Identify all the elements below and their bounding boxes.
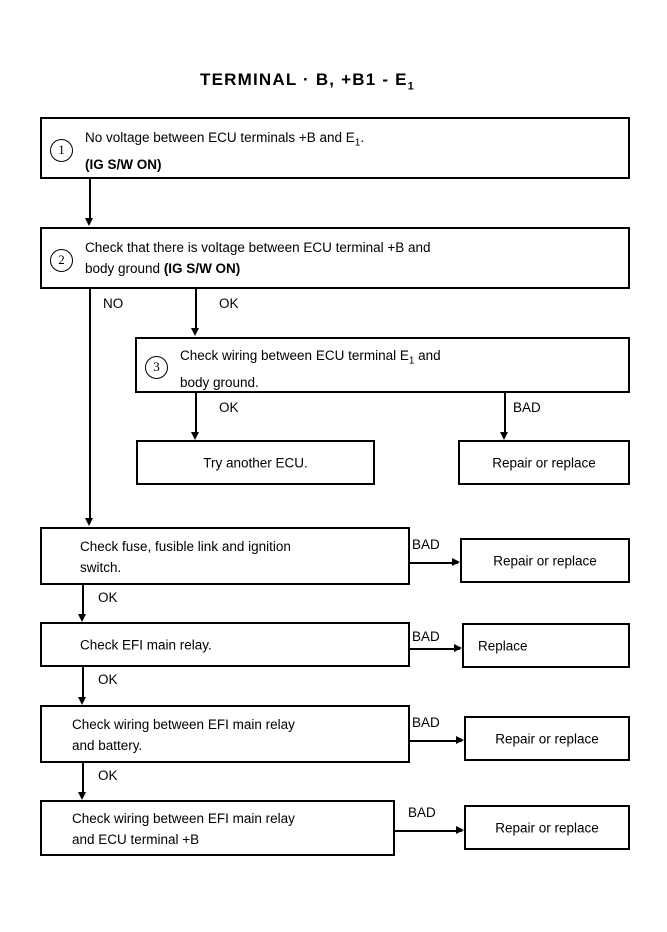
connector-fuse-bad xyxy=(410,562,458,564)
arrow-fuse-bad xyxy=(452,558,460,566)
arrow-fuse-ok xyxy=(78,614,86,622)
title-rest: · B, +B1 - E xyxy=(297,70,408,89)
step-1-line1-post: . xyxy=(360,130,365,145)
repair-or-replace-fuse-label: Repair or replace xyxy=(493,553,597,568)
edge-label-ok-fuse: OK xyxy=(98,590,118,605)
replace-relay-box: Replace xyxy=(462,623,630,668)
arrow-step3-bad xyxy=(500,432,508,440)
title-subscript: 1 xyxy=(407,80,414,93)
step-3-box: 3 Check wiring between ECU terminal E1 a… xyxy=(135,337,630,393)
arrow-step3-ok xyxy=(191,432,199,440)
check-wiring-ecu-box: Check wiring between EFI main relay and … xyxy=(40,800,395,856)
step-1-number: 1 xyxy=(50,139,73,162)
repair-or-replace-battery-label: Repair or replace xyxy=(495,731,599,746)
step-2-line2: body ground (IG S/W ON) xyxy=(85,258,431,279)
check-efi-main-relay-box: Check EFI main relay. xyxy=(40,622,410,667)
step-1-box: 1 No voltage between ECU terminals +B an… xyxy=(40,117,630,179)
check-efi-main-relay-label: Check EFI main relay. xyxy=(80,637,212,652)
try-another-ecu-box: Try another ECU. xyxy=(136,440,375,485)
check-wiring-battery-box: Check wiring between EFI main relay and … xyxy=(40,705,410,763)
connector-step3-ok xyxy=(195,393,197,435)
step-2-box: 2 Check that there is voltage between EC… xyxy=(40,227,630,289)
step-3-line1: Check wiring between ECU terminal E1 and xyxy=(180,345,441,372)
check-fuse-text: Check fuse, fusible link and ignition sw… xyxy=(80,536,291,578)
connector-step2-ok xyxy=(195,289,197,331)
connector-fuse-ok xyxy=(82,585,84,617)
step-3-line2: body ground. xyxy=(180,374,259,390)
check-wiring-ecu-line2: and ECU terminal +B xyxy=(72,832,200,847)
edge-label-bad-fuse: BAD xyxy=(412,537,440,552)
connector-relay-bad xyxy=(410,648,460,650)
check-fuse-box: Check fuse, fusible link and ignition sw… xyxy=(40,527,410,585)
edge-label-no-step2: NO xyxy=(103,296,124,311)
check-wiring-battery-text: Check wiring between EFI main relay and … xyxy=(72,714,295,756)
step-2-line1: Check that there is voltage between ECU … xyxy=(85,240,431,255)
check-wiring-ecu-line1: Check wiring between EFI main relay xyxy=(72,811,295,826)
edge-label-ok-battery: OK xyxy=(98,768,118,783)
step-1-line1-sub: 1 xyxy=(354,137,361,149)
step-2-text: Check that there is voltage between ECU … xyxy=(85,237,431,279)
step-1-line1: No voltage between ECU terminals +B and … xyxy=(85,127,364,154)
step-3-number: 3 xyxy=(145,356,168,379)
connector-relay-ok xyxy=(82,667,84,700)
edge-label-ok-step2: OK xyxy=(219,296,239,311)
check-wiring-battery-line1: Check wiring between EFI main relay xyxy=(72,717,295,732)
edge-label-ok-relay: OK xyxy=(98,672,118,687)
title-main: TERMINAL xyxy=(200,70,298,89)
replace-relay-label: Replace xyxy=(478,638,528,653)
connector-step1-to-step2 xyxy=(89,179,91,221)
connector-battery-ok xyxy=(82,763,84,795)
step-1-text: No voltage between ECU terminals +B and … xyxy=(85,127,364,175)
check-fuse-line1: Check fuse, fusible link and ignition xyxy=(80,539,291,554)
repair-or-replace-ecu-label: Repair or replace xyxy=(495,820,599,835)
edge-label-bad-ecu: BAD xyxy=(408,805,436,820)
check-fuse-line2: switch. xyxy=(80,560,122,575)
connector-battery-bad xyxy=(410,740,462,742)
connector-ecu-bad xyxy=(395,830,462,832)
arrow-step1-to-step2 xyxy=(85,218,93,226)
arrow-relay-ok xyxy=(78,697,86,705)
step-2-number: 2 xyxy=(50,249,73,272)
connector-step3-bad xyxy=(504,393,506,435)
arrow-step2-no xyxy=(85,518,93,526)
step-2-line2-pre: body ground xyxy=(85,261,164,276)
step-3-line1-pre: Check wiring between ECU terminal E xyxy=(180,348,409,363)
repair-or-replace-battery-box: Repair or replace xyxy=(464,716,630,761)
edge-label-ok-step3: OK xyxy=(219,400,239,415)
step-3-line1-post: and xyxy=(414,348,441,363)
edge-label-bad-battery: BAD xyxy=(412,715,440,730)
edge-label-bad-step3: BAD xyxy=(513,400,541,415)
step-1-line2: (IG S/W ON) xyxy=(85,156,162,172)
arrow-step2-ok xyxy=(191,328,199,336)
check-wiring-battery-line2: and battery. xyxy=(72,738,143,753)
edge-label-bad-relay: BAD xyxy=(412,629,440,644)
repair-or-replace-ecu-box: Repair or replace xyxy=(464,805,630,850)
arrow-battery-ok xyxy=(78,792,86,800)
repair-or-replace-step3-label: Repair or replace xyxy=(492,455,596,470)
check-wiring-ecu-text: Check wiring between EFI main relay and … xyxy=(72,808,295,850)
repair-or-replace-fuse-box: Repair or replace xyxy=(460,538,630,583)
step-1-line1-pre: No voltage between ECU terminals +B and … xyxy=(85,130,355,145)
arrow-relay-bad xyxy=(454,644,462,652)
arrow-ecu-bad xyxy=(456,826,464,834)
page-title: TERMINAL · B, +B1 - E1 xyxy=(200,70,414,92)
try-another-ecu-label: Try another ECU. xyxy=(203,455,308,470)
step-3-text: Check wiring between ECU terminal E1 and… xyxy=(180,345,441,393)
arrow-battery-bad xyxy=(456,736,464,744)
step-3-line1-sub: 1 xyxy=(408,355,415,367)
repair-or-replace-step3-box: Repair or replace xyxy=(458,440,630,485)
connector-step2-no xyxy=(89,289,91,521)
step-2-line2-bold: (IG S/W ON) xyxy=(163,261,241,276)
